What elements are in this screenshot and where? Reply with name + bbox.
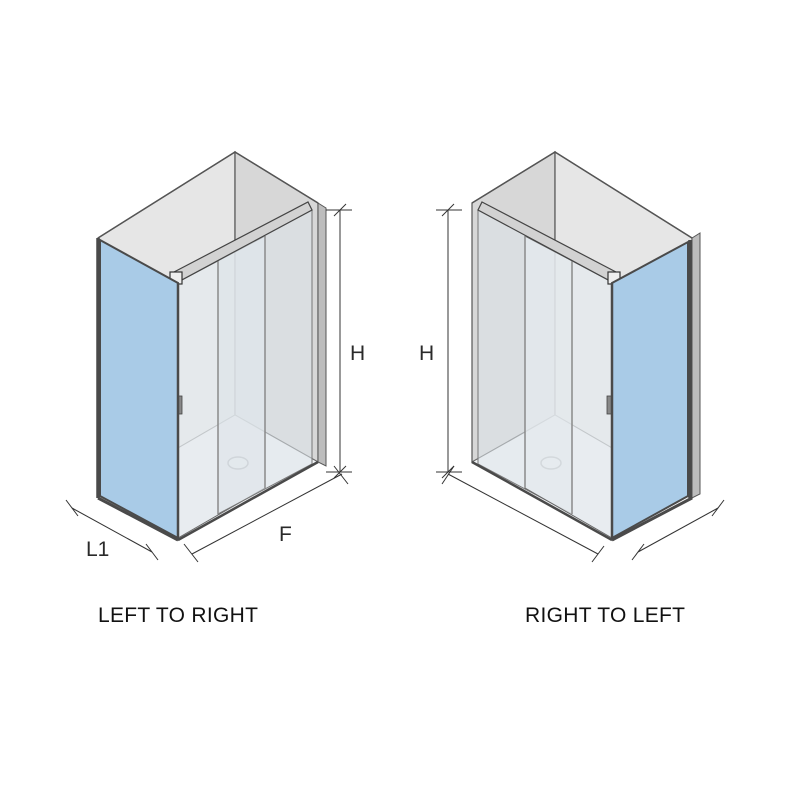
right-height-label: H xyxy=(419,342,434,365)
left-depth-label: L1 xyxy=(86,538,109,561)
left-dimension-depth xyxy=(65,499,159,561)
left-height-label: H xyxy=(350,342,365,365)
right-dimension-front xyxy=(441,465,605,563)
right-dimension-depth xyxy=(631,499,725,561)
left-enclosure: H F L1 xyxy=(65,150,365,563)
left-dimension-front xyxy=(183,465,349,563)
right-dimension-height xyxy=(436,203,462,479)
left-fixed-glass-panel xyxy=(99,238,179,540)
right-caption: RIGHT TO LEFT xyxy=(525,604,686,627)
left-dimension-height xyxy=(326,203,352,479)
right-sliding-panel-2 xyxy=(524,235,613,539)
left-front-label: F xyxy=(279,523,292,546)
right-fixed-glass-panel xyxy=(611,240,689,540)
right-enclosure: H xyxy=(419,150,725,563)
left-caption: LEFT TO RIGHT xyxy=(98,604,259,627)
